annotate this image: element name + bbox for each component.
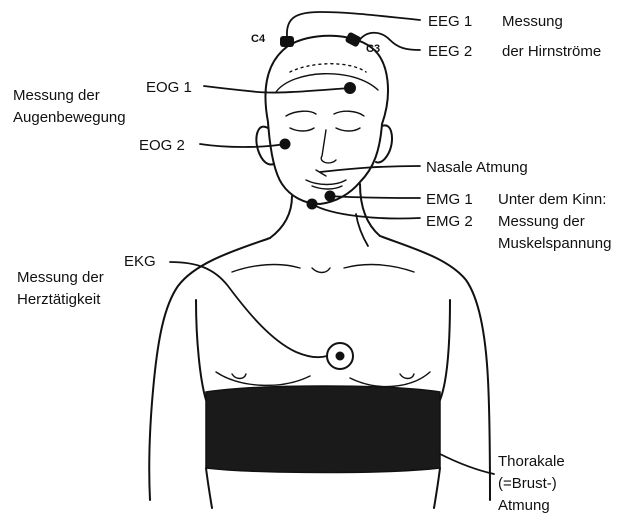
pectoral-left (216, 372, 310, 385)
pectoral-right (350, 372, 430, 387)
mouth-lower (312, 186, 342, 189)
electrode-ekg (336, 352, 345, 361)
label-eeg2: EEG 2 (428, 43, 472, 60)
collarbone-right (344, 265, 414, 272)
wire-eeg1 (287, 12, 420, 36)
wire-ekg (170, 262, 327, 357)
eye-right (336, 128, 360, 131)
label-emg2: EMG 2 (426, 213, 473, 230)
neck-right (360, 184, 380, 236)
label-eeg-desc-2: der Hirnströme (502, 43, 601, 60)
label-ekg-desc-1: Messung der (17, 269, 104, 286)
nose (321, 130, 336, 163)
eye-left (290, 128, 314, 131)
label-thorax-2: (=Brust-) (498, 475, 557, 492)
arm-inner-right (440, 300, 450, 400)
label-thorax-3: Atmung (498, 497, 550, 514)
label-ekg: EKG (124, 253, 156, 270)
arm-inner-left (196, 300, 206, 400)
label-eeg1: EEG 1 (428, 13, 472, 30)
label-eog-desc-2: Augenbewegung (13, 109, 126, 126)
label-emg-desc-3: Muskelspannung (498, 235, 611, 252)
nipple-left (232, 374, 246, 379)
waist-right (434, 468, 440, 508)
thorax-belt (206, 386, 440, 473)
waist-left (206, 468, 212, 508)
label-emg-desc-2: Messung der (498, 213, 585, 230)
wire-emg1 (330, 196, 420, 198)
wire-eog1 (204, 86, 350, 93)
wire-thorax (440, 454, 494, 474)
label-eog-desc-1: Messung der (13, 87, 100, 104)
tag-c3: C3 (366, 43, 380, 55)
collarbone-left (232, 265, 300, 272)
wire-emg2 (312, 204, 420, 218)
human-figure (149, 36, 490, 508)
neck-notch (312, 268, 330, 273)
nipple-right (400, 374, 414, 379)
wire-eog2 (200, 144, 285, 147)
label-emg1: EMG 1 (426, 191, 473, 208)
label-nasal: Nasale Atmung (426, 159, 528, 176)
tag-c4: C4 (251, 33, 266, 45)
neck-left (270, 196, 292, 238)
head-outline (265, 36, 388, 204)
brow-right (334, 111, 364, 116)
label-eog1: EOG 1 (146, 79, 192, 96)
label-eeg-desc-1: Messung (502, 13, 563, 30)
hair-dots (290, 64, 366, 72)
electrode-c4 (280, 36, 294, 47)
brow-left (286, 111, 316, 116)
mouth (306, 180, 346, 185)
label-eog2: EOG 2 (139, 137, 185, 154)
label-ekg-desc-2: Herztätigkeit (17, 291, 101, 308)
label-emg-desc-1: Unter dem Kinn: (498, 191, 606, 208)
label-thorax-1: Thorakale (498, 453, 565, 470)
